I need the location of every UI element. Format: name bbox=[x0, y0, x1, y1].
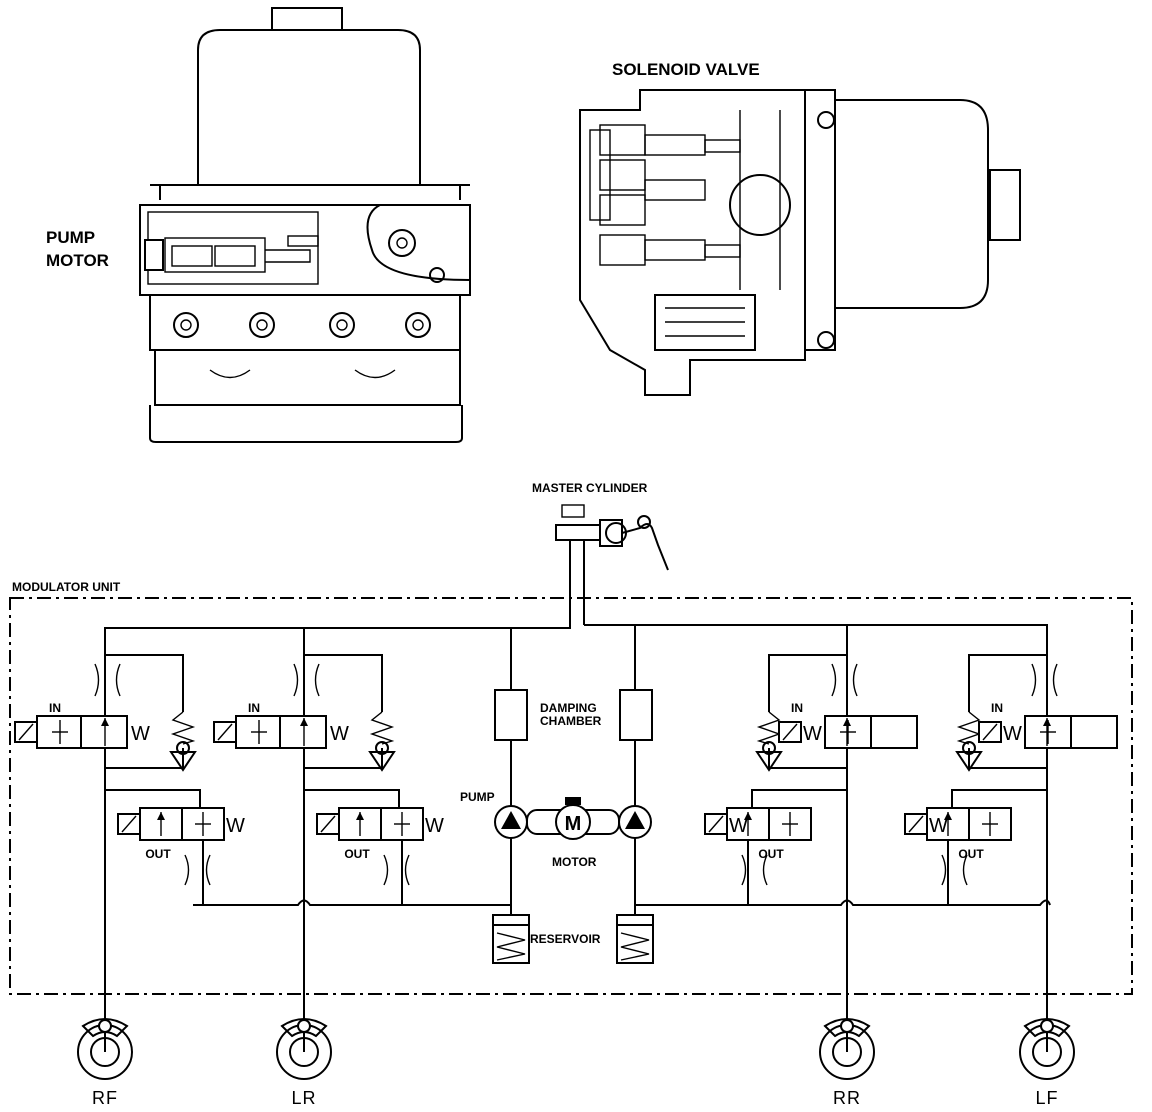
inlet-valve-label: IN bbox=[991, 701, 1003, 715]
damping-chamber-label-line2: CHAMBER bbox=[540, 714, 602, 728]
outlet-valve: W OUT bbox=[704, 789, 847, 905]
outlet-valve: W OUT bbox=[304, 789, 444, 905]
orifice-symbol bbox=[293, 663, 320, 697]
motor-m-symbol: M bbox=[565, 813, 582, 835]
brake-lines bbox=[104, 615, 1051, 1052]
wheel-label: LF bbox=[1035, 1088, 1058, 1108]
motor-label: MOTOR bbox=[552, 855, 597, 869]
valve-spring-icon: W bbox=[330, 723, 349, 745]
inlet-valve-label: IN bbox=[791, 701, 803, 715]
orifice-symbol bbox=[1031, 663, 1058, 697]
solenoid-valve-illustration bbox=[579, 89, 1021, 396]
wheel-label: LR bbox=[291, 1088, 316, 1108]
check-spring-icon bbox=[170, 711, 196, 745]
outlet-valve-label: OUT bbox=[145, 847, 171, 861]
brake-caliper-icon bbox=[1023, 1018, 1071, 1038]
wheel-brake-lr: LR bbox=[276, 1018, 332, 1108]
pump-left-symbol bbox=[494, 805, 528, 915]
check-spring-icon bbox=[369, 711, 395, 745]
wheel-label: RR bbox=[833, 1088, 861, 1108]
wheel-label: RF bbox=[92, 1088, 118, 1108]
valve-spring-icon: W bbox=[425, 815, 444, 837]
valve-spring-icon: W bbox=[929, 815, 948, 837]
pump-motor-label-line2: MOTOR bbox=[46, 251, 109, 270]
pump-right-symbol bbox=[618, 805, 652, 915]
pump-label: PUMP bbox=[460, 790, 495, 804]
wheel-brake-lf: LF bbox=[1019, 1018, 1075, 1108]
check-valve-icon bbox=[368, 751, 396, 772]
wheel-brake-rf: RF bbox=[77, 1018, 133, 1108]
valve-spring-icon: W bbox=[729, 815, 748, 837]
outlet-valve: W OUT bbox=[904, 789, 1047, 905]
outlet-valve-label: OUT bbox=[758, 847, 784, 861]
check-valve-icon bbox=[755, 751, 783, 772]
damping-chamber-left bbox=[494, 689, 528, 808]
valve-spring-icon: W bbox=[1003, 723, 1022, 745]
reservoir-label: RESERVOIR bbox=[530, 932, 601, 946]
inlet-valve: WIN bbox=[978, 701, 1118, 749]
brake-caliper-icon bbox=[823, 1018, 871, 1038]
orifice-symbol bbox=[94, 663, 121, 697]
motor-symbol bbox=[526, 797, 620, 840]
inlet-valve: W IN bbox=[14, 701, 150, 749]
inlet-valve: WIN bbox=[778, 701, 918, 749]
pump-motor-label-line1: PUMP bbox=[46, 228, 95, 247]
check-spring-icon bbox=[956, 711, 982, 745]
valve-group: W IN W OUT bbox=[14, 654, 245, 905]
valve-spring-icon: W bbox=[131, 723, 150, 745]
outlet-valve: W OUT bbox=[105, 789, 245, 905]
reservoir-right bbox=[616, 914, 654, 964]
pump-motor-illustration bbox=[139, 7, 471, 443]
wheel-brake-rr: RR bbox=[819, 1018, 875, 1108]
brake-caliper-icon bbox=[280, 1018, 328, 1038]
check-spring-icon bbox=[756, 711, 782, 745]
inlet-valve-label: IN bbox=[248, 701, 260, 715]
solenoid-valve-label: SOLENOID VALVE bbox=[612, 60, 760, 79]
modulator-unit-boundary bbox=[9, 597, 1133, 995]
inlet-valve: W IN bbox=[213, 701, 349, 749]
inlet-valve-label: IN bbox=[49, 701, 61, 715]
outlet-valve-label: OUT bbox=[958, 847, 984, 861]
master-cylinder-symbol bbox=[555, 504, 669, 625]
check-valve-icon bbox=[955, 751, 983, 772]
orifice-symbol bbox=[831, 663, 858, 697]
valve-group: W IN W OUT bbox=[213, 654, 444, 905]
damping-chamber-label-line1: DAMPING bbox=[540, 701, 597, 715]
valve-spring-icon: W bbox=[226, 815, 245, 837]
brake-caliper-icon bbox=[81, 1018, 129, 1038]
valve-spring-icon: W bbox=[803, 723, 822, 745]
master-cylinder-label: MASTER CYLINDER bbox=[532, 481, 648, 495]
outlet-valve-label: OUT bbox=[344, 847, 370, 861]
reservoir-left bbox=[492, 914, 530, 964]
damping-chamber-right bbox=[619, 689, 653, 808]
modulator-unit-label: MODULATOR UNIT bbox=[12, 580, 121, 594]
check-valve-icon bbox=[169, 751, 197, 772]
